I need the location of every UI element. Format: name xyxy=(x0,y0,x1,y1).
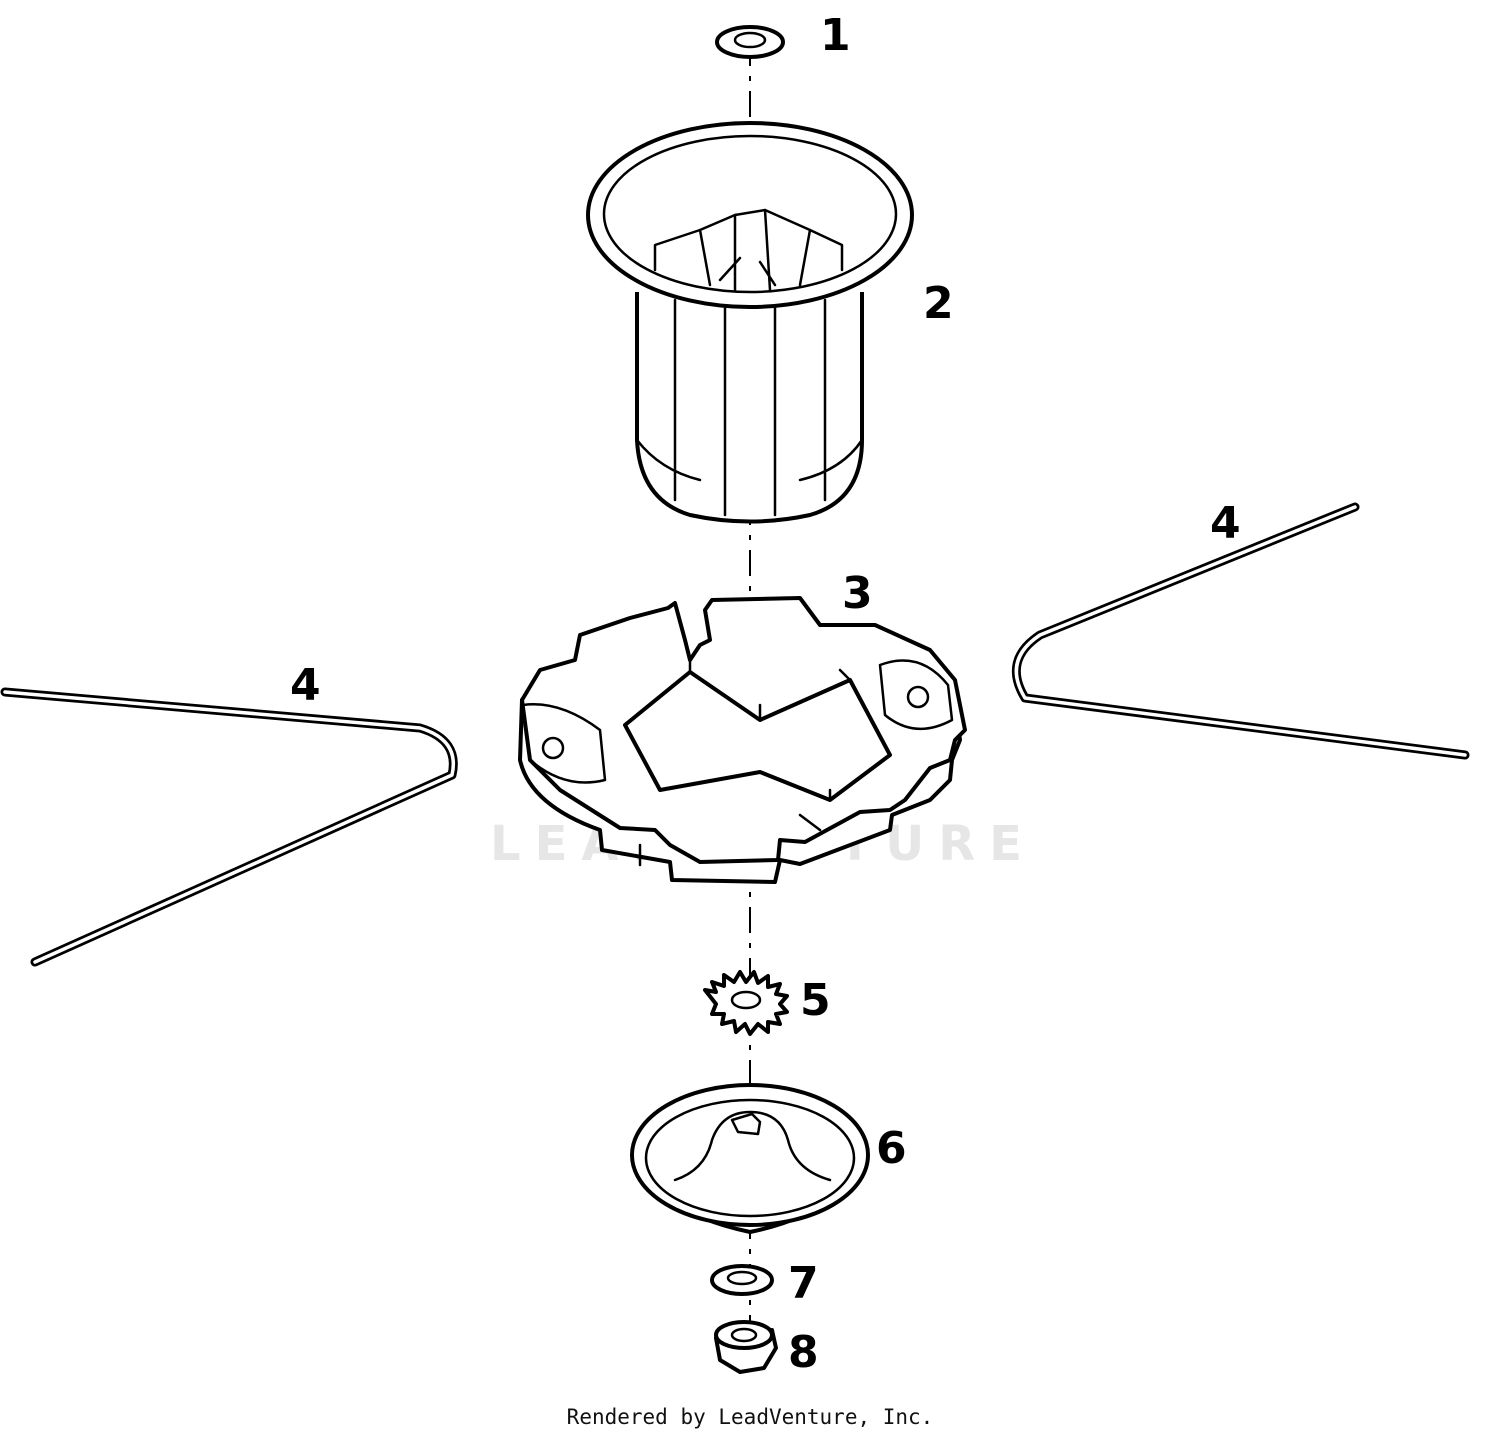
callout-1: 1 xyxy=(820,10,851,61)
callout-3: 3 xyxy=(842,568,873,619)
callout-8: 8 xyxy=(788,1327,819,1378)
part-spool-cup xyxy=(586,121,914,524)
part-washer-top xyxy=(715,25,785,59)
callout-4-left: 4 xyxy=(290,660,321,711)
part-washer-bottom xyxy=(710,1264,774,1296)
callout-7: 7 xyxy=(788,1258,819,1309)
callout-5: 5 xyxy=(800,975,831,1026)
part-trimmer-line-left xyxy=(0,687,458,967)
part-cap xyxy=(630,1083,870,1234)
callout-2: 2 xyxy=(923,278,954,329)
callout-6: 6 xyxy=(876,1123,907,1174)
part-trimmer-line-right xyxy=(1011,502,1470,760)
part-trimmer-head xyxy=(518,596,967,884)
part-lock-washer xyxy=(703,970,789,1036)
callout-4-right: 4 xyxy=(1210,498,1241,549)
footer-credit: Rendered by LeadVenture, Inc. xyxy=(567,1405,934,1429)
part-nut xyxy=(714,1320,778,1374)
